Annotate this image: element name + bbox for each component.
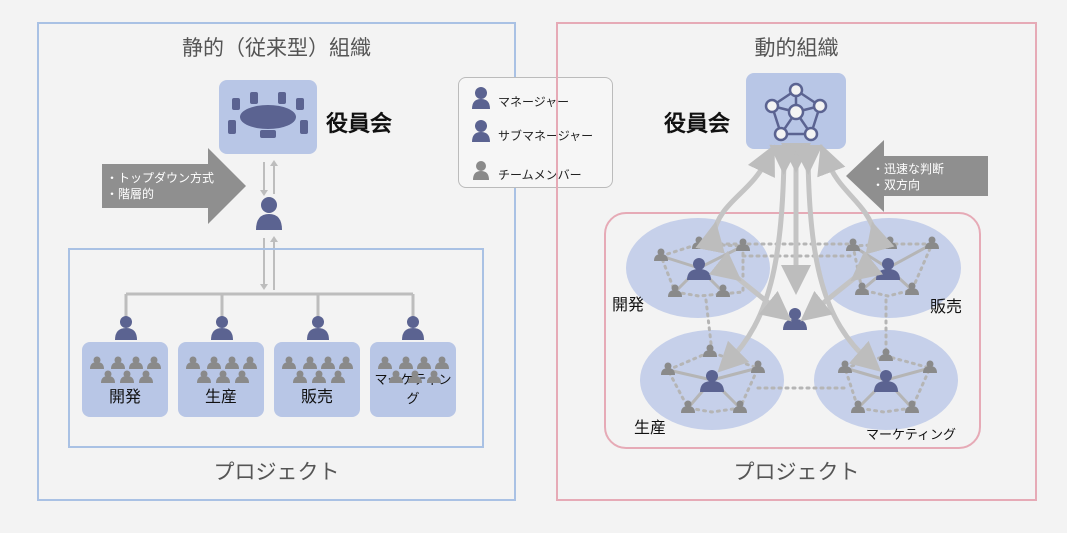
static-project-box	[68, 248, 484, 448]
cluster-label-dev: 開発	[612, 295, 645, 314]
dynamic-board-box	[746, 73, 846, 149]
dynamic-project-label: プロジェクト	[733, 460, 860, 484]
dynamic-board-label: 役員会	[664, 112, 731, 137]
legend-member-label: チームメンバー	[498, 168, 582, 182]
cluster-label-sales: 販売	[930, 297, 963, 316]
static-board-label: 役員会	[326, 112, 393, 137]
dept-box-marketing: マーケティング	[370, 342, 456, 417]
board-room-box	[219, 80, 317, 154]
dept-label-marketing: マーケティング	[374, 373, 452, 407]
dept-label-dev: 開発	[108, 387, 141, 406]
quick-decision-text-1: ・迅速な判断	[872, 162, 945, 176]
dept-box-production: 生産	[178, 342, 264, 417]
static-org-title: 静的（従来型）組織	[182, 36, 371, 60]
dept-box-dev: 開発	[82, 342, 168, 417]
legend-sub-manager-label: サブマネージャー	[498, 129, 594, 143]
topdown-text-1: ・トップダウン方式	[106, 171, 215, 185]
legend-manager-label: マネージャー	[498, 95, 570, 109]
dynamic-org-panel	[556, 22, 1037, 501]
static-project-label: プロジェクト	[213, 460, 340, 484]
cluster-label-marketing: マーケティング	[866, 428, 956, 443]
dynamic-org-title: 動的組織	[754, 36, 839, 60]
cluster-label-production: 生産	[634, 418, 667, 437]
topdown-text-2: ・階層的	[106, 187, 155, 201]
quick-decision-text-2: ・双方向	[872, 178, 921, 192]
dept-label-sales: 販売	[300, 387, 333, 406]
dept-label-production: 生産	[204, 387, 237, 406]
dept-box-sales: 販売	[274, 342, 360, 417]
static-org-panel	[37, 22, 516, 501]
